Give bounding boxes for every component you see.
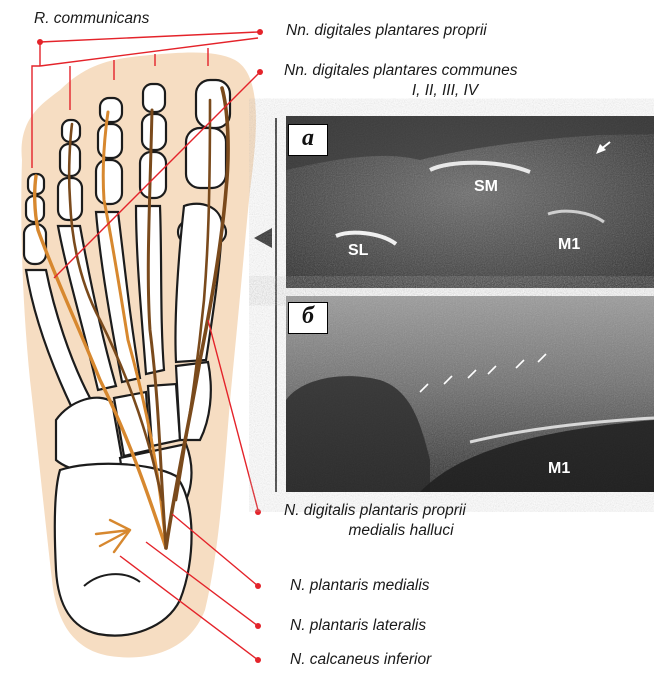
us-label-m1-a: M1 — [558, 236, 580, 254]
us-label-sm: SM — [474, 178, 498, 196]
label-n-plantaris-medialis: N. plantaris medialis — [290, 577, 430, 595]
panel-a-tag: а — [288, 124, 328, 156]
label-r-communicans: R. communicans — [34, 10, 149, 28]
label-nn-digitales-proprii: Nn. digitales plantares proprii — [286, 22, 487, 40]
label-nn-digitales-communes-numbers: I, II, III, IV — [390, 82, 500, 100]
pointer-arrow — [254, 228, 272, 248]
label-n-digitalis-proprii: N. digitalis plantaris proprii — [284, 502, 466, 520]
us-label-m1-b: M1 — [548, 460, 570, 478]
panel-b-tag: б — [288, 302, 328, 334]
label-nn-digitales-communes: Nn. digitales plantares communes — [284, 62, 517, 80]
label-n-digitalis-proprii-halluci: medialis halluci — [316, 522, 486, 540]
label-n-plantaris-lateralis: N. plantaris lateralis — [290, 617, 426, 635]
label-n-calcaneus-inferior: N. calcaneus inferior — [290, 651, 431, 669]
us-label-sl: SL — [348, 242, 368, 260]
